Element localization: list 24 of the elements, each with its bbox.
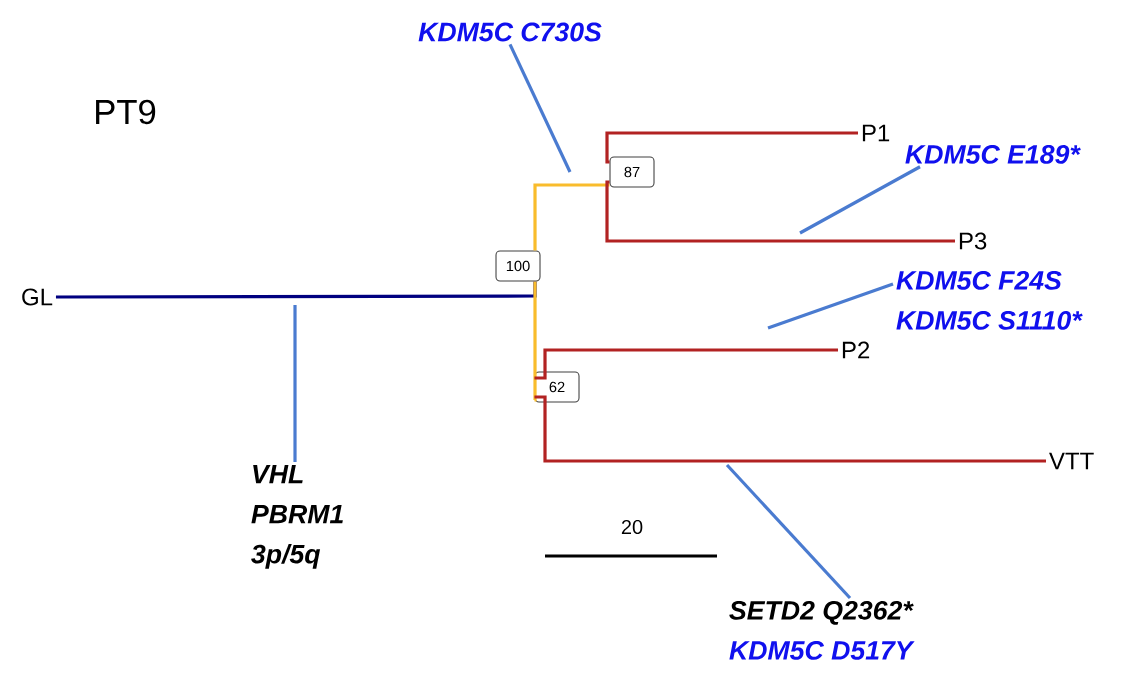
leader-line [508, 43, 572, 173]
leaf-label: GL [22, 288, 53, 306]
title: PT9 [96, 99, 156, 125]
leaf-label: P3 [959, 232, 987, 250]
leaf-label: VTT [1049, 452, 1094, 470]
mutation-label: SETD2 Q2362* KDM5C D517Y [729, 600, 915, 660]
tree-branch [534, 348, 838, 380]
scale-label: 20 [621, 519, 643, 535]
mutation-label: KDM5C C730S [418, 22, 602, 42]
leader-line [725, 463, 852, 600]
tree-branch [534, 395, 1046, 463]
leader-line [767, 282, 894, 330]
bootstrap-box: 100 [495, 250, 541, 282]
bootstrap-box: 87 [609, 156, 655, 188]
leader-line [293, 305, 297, 462]
tree-branch [605, 180, 955, 243]
tree-branch [605, 131, 858, 164]
mutation-label: KDM5C F24S KDM5C S1110* [896, 270, 1083, 330]
mutation-label: KDM5C E189* [905, 144, 1081, 164]
tree-branch [532, 281, 537, 402]
leaf-label: P1 [862, 124, 890, 142]
leaf-label: P2 [842, 341, 870, 359]
mutation-label: VHL PBRM1 3p/5q [251, 464, 343, 569]
leader-line [799, 165, 921, 235]
